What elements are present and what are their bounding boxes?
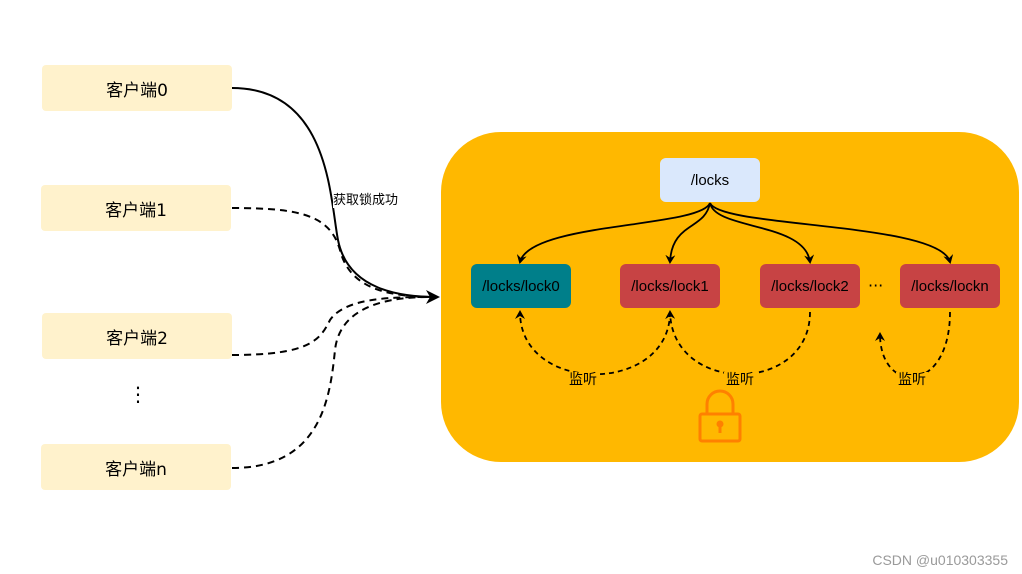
watch-lock2-lock1 <box>665 310 811 376</box>
edge-root-lockn <box>709 202 954 264</box>
node-lock2-label: /locks/lock2 <box>771 277 849 295</box>
client-0: 客户端0 <box>42 65 232 111</box>
node-locks-root: /locks <box>660 158 760 202</box>
edge-client0-acquire <box>231 87 440 304</box>
watch-lock1-lock0 <box>515 310 671 376</box>
watch-label-1: 监听 <box>567 372 599 388</box>
node-lock1-label: /locks/lock1 <box>631 277 709 295</box>
watermark: CSDN @u010303355 <box>872 552 1008 568</box>
watch-label-2: 监听 <box>724 372 756 388</box>
edge-clientn-wait <box>231 296 431 469</box>
edge-root-lock1 <box>665 202 711 264</box>
node-lock2: /locks/lock2 <box>760 264 860 308</box>
client-ellipsis: ⋮ <box>128 382 148 406</box>
node-lockn: /locks/lockn <box>900 264 1000 308</box>
client-2-label: 客户端2 <box>106 328 168 349</box>
watch-lockn-prev <box>875 311 951 379</box>
edge-root-lock2 <box>709 202 815 264</box>
edge-client1-wait <box>231 207 431 298</box>
node-lock1: /locks/lock1 <box>620 264 720 308</box>
client-n: 客户端n <box>41 444 231 490</box>
client-n-label: 客户端n <box>105 459 167 480</box>
edge-root-lock0 <box>516 202 711 264</box>
nodes-ellipsis: ··· <box>868 276 884 295</box>
node-lockn-label: /locks/lockn <box>911 277 989 295</box>
client-0-label: 客户端0 <box>106 80 168 101</box>
edge-client2-wait <box>231 296 431 356</box>
node-lock0-label: /locks/lock0 <box>482 277 560 295</box>
acquire-success-label: 获取锁成功 <box>333 189 399 208</box>
client-1-label: 客户端1 <box>105 200 167 221</box>
watch-label-3: 监听 <box>896 372 928 388</box>
node-locks-root-label: /locks <box>690 171 730 189</box>
client-2: 客户端2 <box>42 313 232 359</box>
lock-icon <box>698 389 742 443</box>
client-1: 客户端1 <box>41 185 231 231</box>
node-lock0: /locks/lock0 <box>471 264 571 308</box>
